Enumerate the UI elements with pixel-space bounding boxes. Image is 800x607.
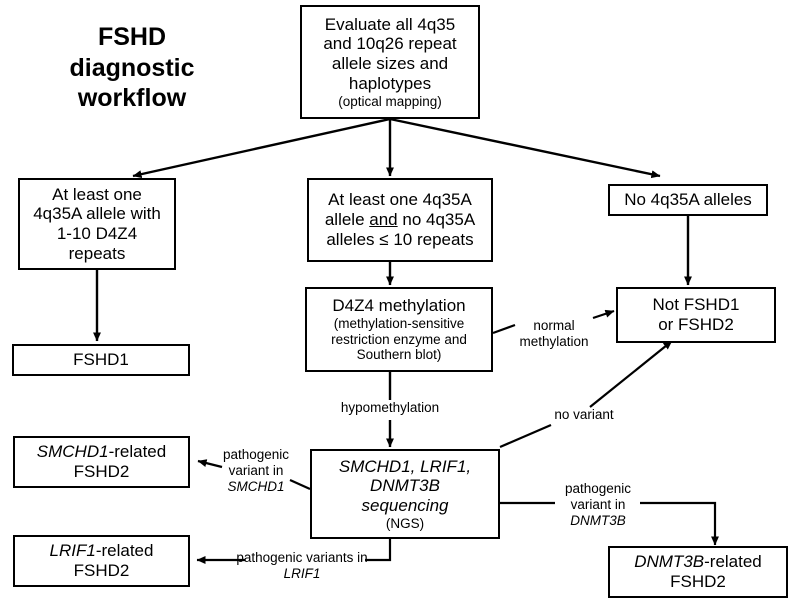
node-branch-middle[interactable]: At least one 4q35A allele and no 4q35A a… bbox=[307, 178, 493, 262]
edge-label-pathogenic-smchd1-line-1: pathogenic bbox=[222, 447, 290, 462]
node-methylation-subtext-1: (methylation-sensitive bbox=[333, 315, 465, 331]
edge-label-hypomethylation-line-1: hypomethylation bbox=[340, 400, 440, 415]
edge-label-normal-methylation: normal methylation bbox=[513, 318, 595, 350]
page-title-line-2: diagnostic bbox=[69, 53, 195, 82]
node-sequencing-line-1: SMCHD1, LRIF1, bbox=[338, 456, 472, 476]
edge-label-pathogenic-smchd1-gene: SMCHD1 bbox=[227, 478, 285, 494]
node-evaluate[interactable]: Evaluate all 4q35 and 10q26 repeat allel… bbox=[300, 5, 480, 119]
node-lrif1-related-fshd2-line-1: LRIF1-related bbox=[50, 541, 154, 561]
node-not-fshd[interactable]: Not FSHD1 or FSHD2 bbox=[616, 287, 776, 343]
edge-label-no-variant-line-1: no variant bbox=[554, 407, 614, 422]
node-branch-left-line-4: repeats bbox=[68, 243, 126, 263]
node-sequencing-line-3: sequencing bbox=[361, 496, 449, 516]
node-dnmt3b-related-fshd2[interactable]: DNMT3B-related FSHD2 bbox=[608, 546, 788, 598]
node-branch-middle-line-3: alleles ≤ 10 repeats bbox=[326, 229, 474, 249]
node-smchd1-gene-name: SMCHD1 bbox=[36, 442, 109, 462]
edge-sequencing-to-not-fshd bbox=[499, 340, 673, 449]
edge-label-pathogenic-lrif1: pathogenic variants in LRIF1 bbox=[228, 550, 376, 582]
node-evaluate-line-1: Evaluate all 4q35 bbox=[324, 14, 456, 34]
edge-label-pathogenic-lrif1-line-1: pathogenic variants in bbox=[236, 550, 368, 565]
node-evaluate-line-2: and 10q26 repeat bbox=[323, 34, 457, 54]
node-branch-middle-line-2-c: no 4q35A bbox=[397, 210, 476, 230]
node-branch-middle-line-2-a: allele bbox=[324, 210, 370, 230]
node-methylation-line-1: D4Z4 methylation bbox=[332, 296, 466, 316]
node-branch-right-line-1: No 4q35A alleles bbox=[624, 190, 752, 210]
page-title-line-1: FSHD bbox=[97, 23, 167, 51]
node-sequencing-line-2: DNMT3B bbox=[370, 476, 440, 496]
node-branch-left-line-1: At least one bbox=[52, 184, 142, 204]
node-branch-left-line-2: 4q35A allele with bbox=[33, 204, 161, 224]
node-evaluate-line-3: allele sizes and bbox=[331, 54, 449, 74]
edge-label-pathogenic-dnmt3b-gene: DNMT3B bbox=[570, 512, 626, 528]
edge-label-pathogenic-dnmt3b-line-1: pathogenic bbox=[564, 481, 632, 496]
node-sequencing[interactable]: SMCHD1, LRIF1, DNMT3B sequencing (NGS) bbox=[310, 449, 500, 539]
node-lrif1-related-fshd2-line-2: FSHD2 bbox=[73, 561, 130, 580]
edge-label-pathogenic-dnmt3b-line-2: variant in bbox=[570, 496, 626, 512]
node-branch-middle-line-2: allele and no 4q35A bbox=[325, 210, 475, 230]
node-lrif1-gene-name: LRIF1 bbox=[49, 541, 96, 561]
node-evaluate-line-4: haplotypes bbox=[348, 73, 432, 93]
edge-label-pathogenic-smchd1: pathogenic variant in SMCHD1 bbox=[220, 447, 292, 495]
node-methylation[interactable]: D4Z4 methylation (methylation-sensitive … bbox=[305, 287, 493, 372]
node-dnmt3b-related-fshd2-line-1: DNMT3B-related bbox=[634, 552, 762, 572]
node-methylation-subtext-3: Southern blot) bbox=[356, 347, 442, 363]
edge-label-no-variant: no variant bbox=[548, 407, 620, 423]
edge-label-pathogenic-dnmt3b: pathogenic variant in DNMT3B bbox=[556, 481, 640, 529]
node-dnmt3b-suffix: -related bbox=[704, 552, 762, 572]
page-title: FSHD diagnostic workflow bbox=[22, 22, 242, 114]
node-methylation-subtext-2: restriction enzyme and bbox=[331, 331, 467, 347]
node-lrif1-related-fshd2[interactable]: LRIF1-related FSHD2 bbox=[13, 535, 190, 587]
edge-label-normal-methylation-line-2: methylation bbox=[519, 333, 589, 349]
node-smchd1-suffix: -related bbox=[108, 442, 167, 462]
edge-label-hypomethylation: hypomethylation bbox=[325, 400, 455, 416]
node-not-fshd-line-2: or FSHD2 bbox=[658, 315, 734, 334]
edge-label-pathogenic-lrif1-gene: LRIF1 bbox=[283, 565, 321, 581]
node-smchd1-related-fshd2-line-1: SMCHD1-related bbox=[37, 442, 166, 462]
node-smchd1-related-fshd2[interactable]: SMCHD1-related FSHD2 bbox=[13, 436, 190, 488]
node-dnmt3b-related-fshd2-line-2: FSHD2 bbox=[670, 572, 726, 591]
node-fshd1-line-1: FSHD1 bbox=[73, 350, 129, 370]
edge-evaluate-to-branch-left bbox=[132, 117, 391, 179]
edge-label-pathogenic-smchd1-line-2: variant in bbox=[228, 462, 284, 478]
node-fshd1[interactable]: FSHD1 bbox=[12, 344, 190, 376]
edge-evaluate-to-branch-right bbox=[389, 117, 661, 179]
node-lrif1-suffix: -related bbox=[95, 541, 154, 561]
node-smchd1-related-fshd2-line-2: FSHD2 bbox=[73, 462, 130, 481]
node-branch-left-line-3: 1-10 D4Z4 bbox=[56, 224, 138, 243]
page-title-line-3: workflow bbox=[77, 84, 187, 112]
node-evaluate-subtext: (optical mapping) bbox=[338, 93, 442, 109]
node-branch-middle-line-1: At least one 4q35A bbox=[328, 190, 472, 210]
node-not-fshd-line-1: Not FSHD1 bbox=[652, 295, 740, 315]
node-dnmt3b-gene-name: DNMT3B bbox=[634, 552, 705, 572]
node-branch-middle-and-emphasis: and bbox=[369, 210, 398, 230]
edge-label-normal-methylation-line-1: normal bbox=[533, 318, 575, 333]
node-sequencing-subtext: (NGS) bbox=[385, 515, 425, 531]
node-branch-right[interactable]: No 4q35A alleles bbox=[608, 184, 768, 216]
node-branch-left[interactable]: At least one 4q35A allele with 1-10 D4Z4… bbox=[18, 178, 176, 270]
